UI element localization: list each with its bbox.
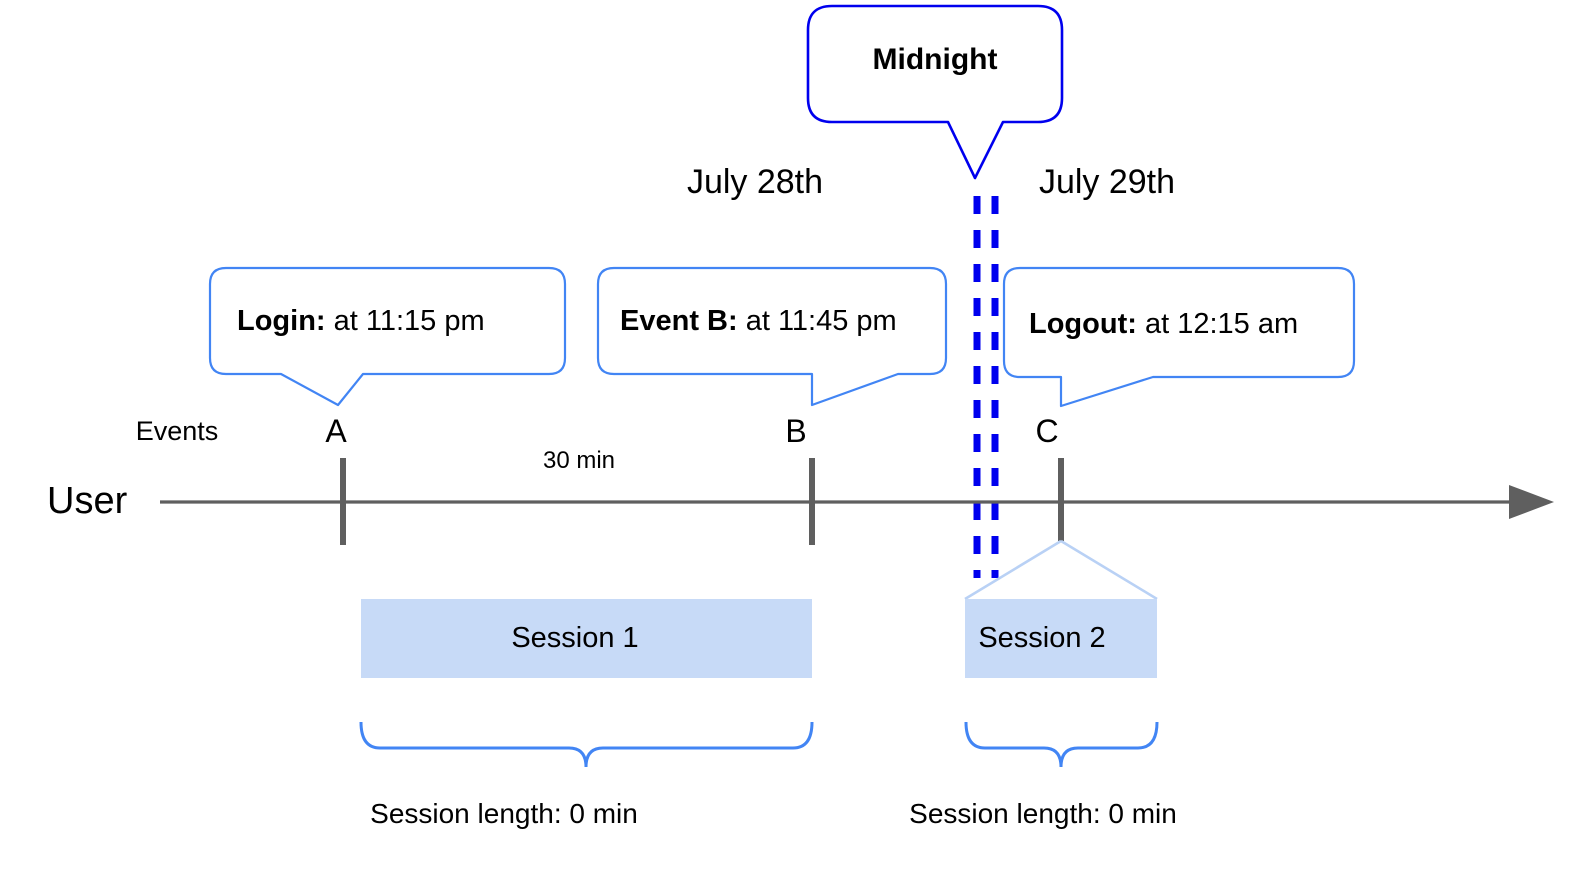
event-callout-bold-c: Logout: [1029, 308, 1137, 340]
event-callout-rest-b: at 11:45 pm [737, 305, 897, 337]
event-callout-rest-c: at 12:15 am [1136, 308, 1299, 340]
event-marker-b: B [785, 413, 807, 449]
user-row-label: User [47, 480, 128, 522]
session-bars [361, 599, 1157, 678]
event-callout-shape-a [208, 266, 567, 407]
midnight-callout-shape [806, 4, 1064, 180]
event-callout-bold-a: Login: [237, 305, 326, 337]
events-row-label: Events [135, 416, 219, 446]
session-length-label-2: Session length: 0 min [909, 798, 1177, 829]
midnight-callout-label: Midnight [872, 43, 998, 76]
session2-connector [964, 539, 1158, 601]
event-marker-a: A [325, 413, 347, 449]
event-callout-bold-b: Event B: [620, 305, 738, 337]
midnight-dashed-lines [973, 196, 999, 578]
event-tick-marks [340, 458, 1064, 545]
session-length-label-1: Session length: 0 min [370, 798, 638, 829]
session-braces [359, 721, 1159, 768]
session-bar-label-2: Session 2 [978, 622, 1106, 654]
date-label-july-29: July 29th [1038, 163, 1176, 201]
event-callout-shape-c [1002, 266, 1356, 408]
timeline-axis [160, 485, 1554, 519]
event-callout-label-a: Login: at 11:15 pm [237, 307, 485, 336]
event-callout-label-c: Logout: at 12:15 am [1029, 310, 1298, 339]
session-bar-label-1: Session 1 [511, 622, 639, 654]
event-callout-label-b: Event B: at 11:45 pm [620, 307, 897, 336]
event-callout-rest-a: at 11:15 pm [325, 305, 485, 337]
date-label-july-28: July 28th [686, 163, 824, 201]
event-marker-c: C [1035, 413, 1059, 449]
duration-label-30-min: 30 min [542, 447, 616, 474]
event-callout-shape-b [596, 266, 948, 407]
